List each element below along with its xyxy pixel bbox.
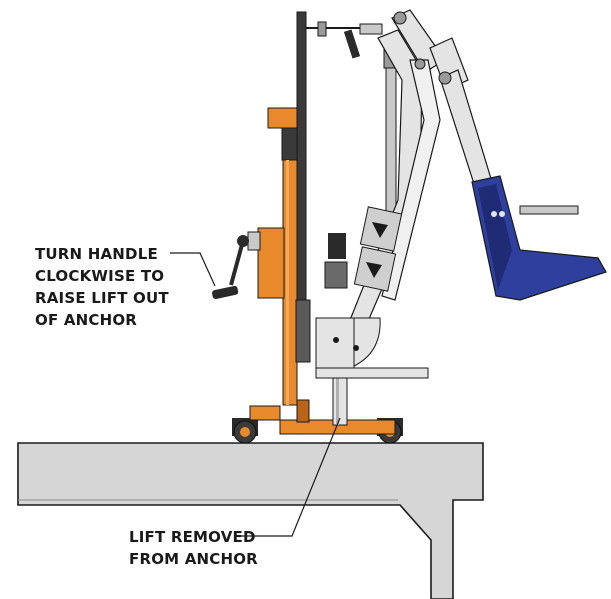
- crank-handle: [212, 240, 245, 300]
- callout-handle-line-2: CLOCKWISE TO: [35, 267, 165, 285]
- leader-line-handle: [170, 252, 216, 287]
- lift-base: [249, 399, 396, 435]
- control-box: [353, 206, 403, 292]
- blue-seat: [471, 175, 607, 301]
- boom: [345, 9, 493, 341]
- leader-line-anchor: [238, 417, 341, 537]
- callout-handle-line-3: RAISE LIFT OUT: [35, 289, 169, 307]
- orange-mast: [267, 107, 299, 406]
- steel-mast: [295, 11, 383, 363]
- front-wheel: [232, 418, 258, 444]
- callout-turn-handle: TURN HANDLE CLOCKWISE TO RAISE LIFT OUT …: [35, 243, 169, 331]
- winch-box: [237, 227, 285, 299]
- callout-anchor-line-2: FROM ANCHOR: [129, 550, 258, 568]
- callout-handle-line-1: TURN HANDLE: [35, 245, 158, 263]
- callout-anchor-line-1: LIFT REMOVED: [129, 528, 256, 546]
- pivot-housing: [315, 233, 429, 379]
- concrete-slab: [17, 442, 484, 599]
- callout-lift-removed: LIFT REMOVED FROM ANCHOR: [129, 526, 258, 570]
- callout-handle-line-4: OF ANCHOR: [35, 311, 138, 329]
